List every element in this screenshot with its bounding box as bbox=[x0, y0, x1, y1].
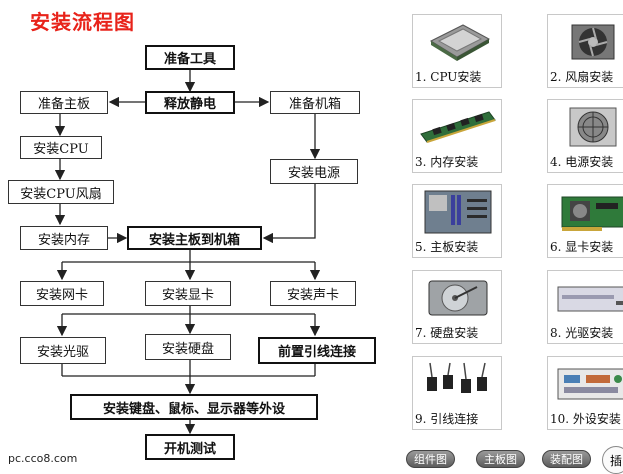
flow-prepare-board: 准备主板 bbox=[20, 91, 108, 114]
psu-icon bbox=[569, 107, 617, 147]
gallery-thumb-hdd[interactable]: 7. 硬盘安装 bbox=[412, 270, 502, 344]
gallery-caption: 6. 显卡安装 bbox=[550, 240, 614, 254]
nav-round-button[interactable]: 插 bbox=[602, 446, 623, 474]
flow-install-psu: 安装电源 bbox=[270, 159, 358, 184]
flow-power-test: 开机测试 bbox=[145, 434, 235, 460]
memory-icon bbox=[420, 111, 496, 143]
peripherals-icon bbox=[557, 368, 623, 400]
optical-drive-icon bbox=[557, 286, 623, 312]
flow-board-to-case: 安装主板到机箱 bbox=[127, 226, 262, 250]
flow-install-memory: 安装内存 bbox=[20, 226, 108, 250]
gallery-caption: 1. CPU安装 bbox=[415, 70, 482, 84]
nav-parts-button[interactable]: 组件图 bbox=[406, 450, 455, 468]
gallery-caption: 2. 风扇安装 bbox=[550, 70, 614, 84]
flow-discharge: 释放静电 bbox=[145, 91, 235, 114]
cpu-icon bbox=[429, 24, 491, 61]
gallery-caption: 10. 外设安装 bbox=[550, 412, 621, 426]
gallery-thumb-graphics-card[interactable]: 6. 显卡安装 bbox=[547, 184, 623, 258]
gallery-caption: 4. 电源安装 bbox=[550, 155, 614, 169]
flow-install-cpu-fan: 安装CPU风扇 bbox=[8, 180, 114, 204]
gallery-thumb-memory[interactable]: 3. 内存安装 bbox=[412, 99, 502, 173]
flow-prepare-case: 准备机箱 bbox=[270, 91, 360, 114]
gallery-caption: 5. 主板安装 bbox=[415, 240, 479, 254]
nav-assembly-button[interactable]: 装配图 bbox=[542, 450, 591, 468]
gallery-thumb-psu[interactable]: 4. 电源安装 bbox=[547, 99, 623, 173]
flow-install-nic: 安装网卡 bbox=[20, 281, 104, 306]
flow-install-sound: 安装声卡 bbox=[270, 281, 356, 306]
nav-board-button[interactable]: 主板图 bbox=[476, 450, 525, 468]
gallery-thumb-fan[interactable]: 2. 风扇安装 bbox=[547, 14, 623, 88]
gallery-thumb-cpu[interactable]: 1. CPU安装 bbox=[412, 14, 502, 88]
flow-install-cpu: 安装CPU bbox=[20, 136, 102, 159]
flow-connectors bbox=[54, 70, 321, 435]
flow-prepare-tools: 准备工具 bbox=[145, 45, 235, 70]
gallery-caption: 9. 引线连接 bbox=[415, 412, 479, 426]
gallery-thumb-cables[interactable]: 9. 引线连接 bbox=[412, 356, 502, 430]
flow-peripherals: 安装键盘、鼠标、显示器等外设 bbox=[70, 394, 318, 420]
cables-icon bbox=[427, 362, 487, 393]
flow-front-cables: 前置引线连接 bbox=[258, 337, 376, 364]
flow-install-optical: 安装光驱 bbox=[20, 337, 106, 364]
gallery-caption: 7. 硬盘安装 bbox=[415, 326, 479, 340]
fan-icon bbox=[571, 24, 615, 60]
flow-install-hdd: 安装硬盘 bbox=[145, 334, 231, 360]
gallery-thumb-peripherals[interactable]: 10. 外设安装 bbox=[547, 356, 623, 430]
flow-install-gpu: 安装显卡 bbox=[145, 281, 231, 306]
page-title: 安装流程图 bbox=[30, 10, 135, 34]
gallery-caption: 3. 内存安装 bbox=[415, 155, 479, 169]
gallery-thumb-optical[interactable]: 8. 光驱安装 bbox=[547, 270, 623, 344]
gallery-thumb-motherboard[interactable]: 5. 主板安装 bbox=[412, 184, 502, 258]
site-footer: pc.cco8.com bbox=[8, 452, 78, 465]
gallery-caption: 8. 光驱安装 bbox=[550, 326, 614, 340]
hdd-icon bbox=[428, 280, 488, 316]
motherboard-icon bbox=[424, 190, 492, 234]
graphics-card-icon bbox=[561, 196, 623, 231]
